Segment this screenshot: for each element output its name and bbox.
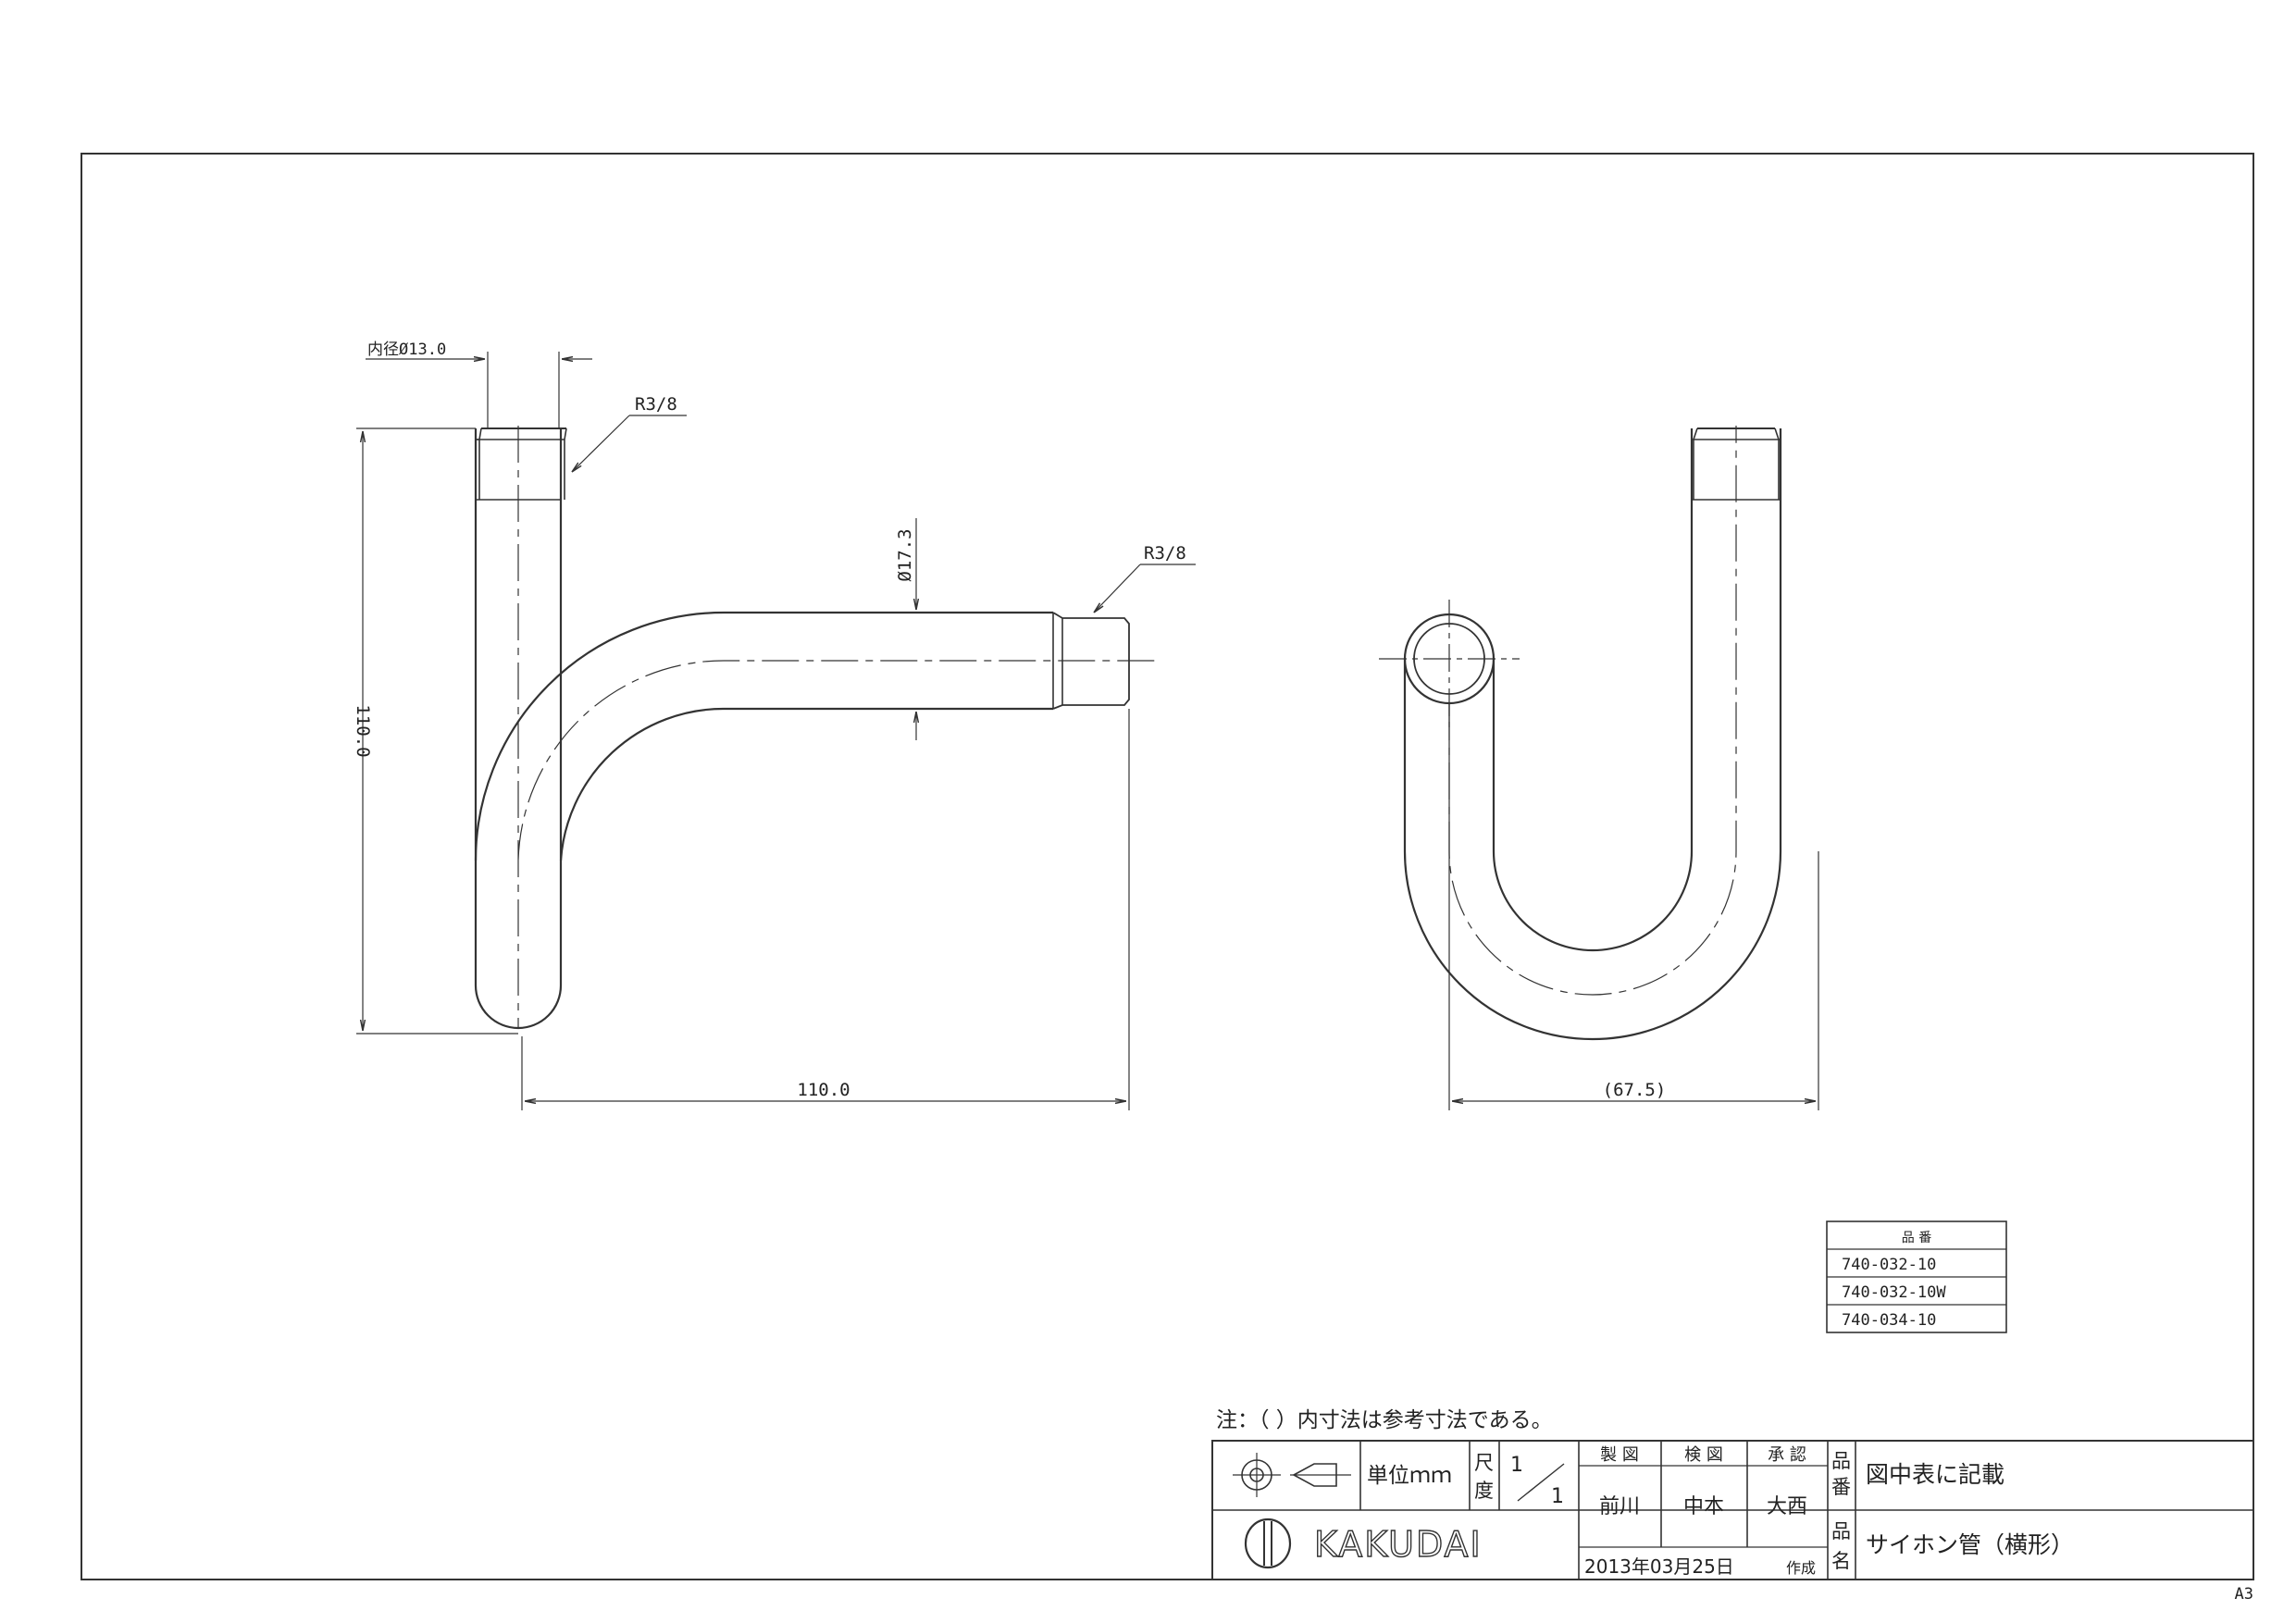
created-label: 作成 (1786, 1559, 1816, 1577)
u-pipe-inner (1492, 428, 1694, 952)
vertical-pipe (474, 428, 563, 1030)
height-dimension: 110.0 (353, 704, 373, 757)
bend-pipe-inner (559, 707, 1053, 861)
projection-symbol-icon (1233, 1453, 1351, 1497)
checked-by-name: 中本 (1683, 1495, 1724, 1518)
creation-date: 2013年03月25日 (1584, 1555, 1734, 1578)
checked-by-header: 検 図 (1684, 1445, 1723, 1465)
inner-diameter-dimension: 内径Ø13.0 (367, 341, 446, 359)
part-name-value: サイホン管（横形） (1866, 1531, 2074, 1558)
outer-diameter-dimension: Ø17.3 (895, 528, 915, 581)
side-view: 110.0 110.0 内径Ø13.0 R3/8 R3/8 Ø17.3 (353, 341, 1196, 1110)
horizontal-thread (1052, 612, 1130, 710)
u-pipe-outer (1403, 428, 1782, 1041)
approved-by-name: 大西 (1767, 1495, 1807, 1518)
company-name: KAKUDAI (1314, 1524, 1483, 1565)
part-name-label: 品 (1831, 1520, 1851, 1542)
reference-note: 注：（ ）内寸法は参考寸法である。 (1216, 1408, 1553, 1432)
drafted-by-header: 製 図 (1600, 1445, 1639, 1465)
unit-label: 単位ｍｍ (1367, 1464, 1452, 1488)
front-centerline (1448, 426, 1737, 996)
part-number-label: 番 (1831, 1476, 1851, 1498)
thread-side-label: R3/8 (1144, 543, 1186, 564)
approved-by-header: 承 認 (1768, 1445, 1806, 1465)
title-block: 単位ｍｍ 尺 度 1 1 製 図 検 図 承 認 前川 中本 大西 品 番 図中… (1211, 1440, 2254, 1580)
kakudai-logo-icon (1244, 1518, 1292, 1569)
part-name-label: 名 (1831, 1550, 1851, 1572)
drafted-by-name: 前川 (1599, 1495, 1640, 1518)
front-view: (67.5) (1379, 426, 1819, 1110)
part-number-row: 740-032-10W (1842, 1283, 1946, 1302)
sheet-size: A3 (2235, 1585, 2253, 1604)
drawing-border (81, 153, 2254, 1580)
scale-label: 度 (1474, 1480, 1494, 1502)
side-centerline (517, 426, 1157, 1027)
scale-label: 尺 (1474, 1452, 1494, 1474)
front-width-dimension: (67.5) (1603, 1080, 1667, 1100)
width-dimension: 110.0 (797, 1080, 850, 1100)
bend-pipe-outer (474, 611, 1053, 861)
parts-table: 品 番 740-032-10 740-032-10W 740-034-10 (1826, 1220, 2007, 1333)
scale-denominator: 1 (1551, 1485, 1564, 1508)
thread-top-label: R3/8 (635, 394, 677, 415)
part-number-label: 品 (1831, 1450, 1851, 1472)
part-number-row: 740-032-10 (1842, 1256, 1936, 1274)
part-number-value: 図中表に記載 (1866, 1461, 2004, 1488)
part-number-row: 740-034-10 (1842, 1311, 1936, 1330)
parts-table-header: 品 番 (1902, 1231, 1931, 1245)
scale-numerator: 1 (1510, 1454, 1523, 1477)
